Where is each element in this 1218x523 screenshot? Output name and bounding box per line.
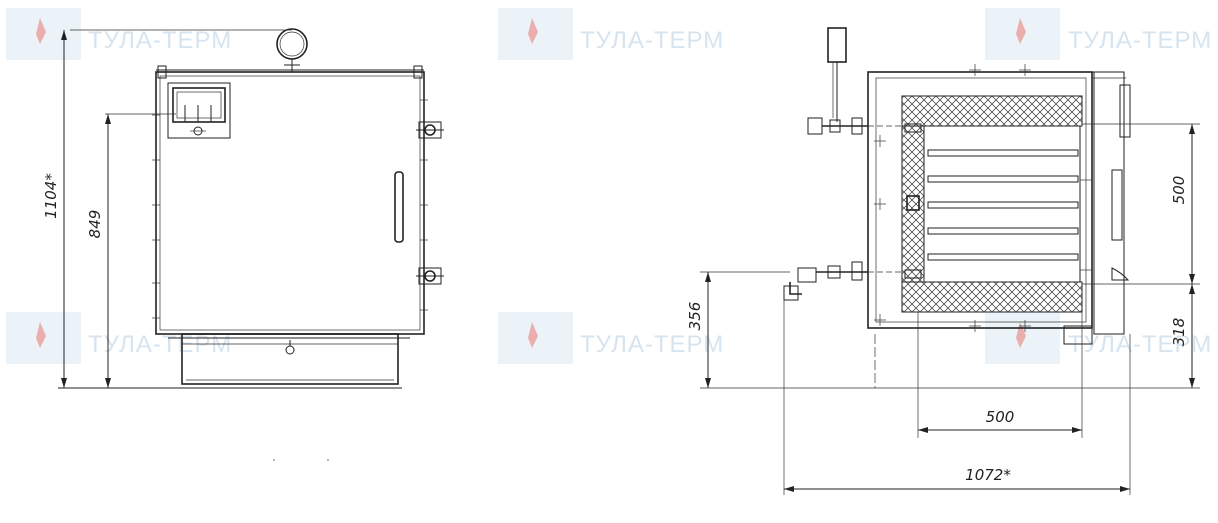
hinge-top-icon xyxy=(416,121,444,139)
side-hinge-block xyxy=(1119,84,1131,138)
watermark-top-left: ТУЛА-ТЕРМ xyxy=(6,8,232,60)
drawer-knob-icon xyxy=(285,345,295,355)
watermark-text-1: ТУЛА-ТЕРМ xyxy=(88,27,232,54)
hinge-bottom-icon xyxy=(416,267,444,285)
vent-pipe-ring xyxy=(276,28,308,60)
side-view: 500 318 356 500 1072* xyxy=(686,27,1200,495)
watermark-text-2: ТУЛА-ТЕРМ xyxy=(580,27,724,54)
watermark-group: ТУЛА-ТЕРМ ТУЛА-ТЕРМ ТУЛА-ТЕРМ ТУЛА-ТЕРМ … xyxy=(6,8,1212,364)
base-drawer xyxy=(181,333,399,385)
pressure-gauge xyxy=(827,27,847,63)
side-door-profile xyxy=(1093,71,1125,335)
watermark-top-right: ТУЛА-ТЕРМ xyxy=(985,8,1212,60)
front-cabinet-body xyxy=(155,71,425,335)
heater-element xyxy=(906,195,920,211)
working-chamber xyxy=(923,125,1081,283)
side-handle-profile xyxy=(1111,169,1123,241)
front-view: 1104* 849 xyxy=(42,28,444,389)
insulation-bottom xyxy=(901,281,1083,313)
insulation-top xyxy=(901,95,1083,127)
control-panel xyxy=(167,82,231,139)
watermark-text-3: ТУЛА-ТЕРМ xyxy=(1068,27,1212,54)
watermark-text-5: ТУЛА-ТЕРМ xyxy=(580,331,724,358)
shelves xyxy=(927,149,1079,261)
dim-side-inner-height: 500 xyxy=(1170,176,1188,205)
front-door-panel xyxy=(159,75,421,331)
shelf xyxy=(927,253,1079,261)
door-handle xyxy=(394,171,404,243)
shelf xyxy=(927,201,1079,209)
valve-bottom-icon xyxy=(783,261,868,301)
dim-side-pipe-height: 356 xyxy=(686,302,704,331)
dim-front-total-height: 1104* xyxy=(42,173,60,219)
watermark-logo-icon xyxy=(528,18,538,44)
watermark-top-middle: ТУЛА-ТЕРМ xyxy=(498,8,724,60)
control-display xyxy=(172,87,226,123)
watermark-logo-icon xyxy=(528,322,538,348)
side-cabinet-body xyxy=(867,71,1093,329)
watermark-logo-icon xyxy=(36,18,46,44)
insulation-left xyxy=(901,125,925,283)
watermark-logo-icon xyxy=(36,322,46,348)
watermark-logo-icon xyxy=(1016,18,1026,44)
dim-side-inner-width: 500 xyxy=(986,408,1015,426)
dim-side-total-width: 1072* xyxy=(965,466,1011,484)
dim-side-bottom-offset: 318 xyxy=(1170,318,1188,347)
shelf xyxy=(927,175,1079,183)
watermark-bottom-middle: ТУЛА-ТЕРМ xyxy=(498,312,724,364)
shelf xyxy=(927,227,1079,235)
valve-top-icon xyxy=(807,117,868,135)
watermark-bottom-left: ТУЛА-ТЕРМ xyxy=(6,312,232,364)
watermark-text-4: ТУЛА-ТЕРМ xyxy=(88,331,232,358)
dim-front-body-height: 849 xyxy=(86,210,104,239)
shelf xyxy=(927,149,1079,157)
